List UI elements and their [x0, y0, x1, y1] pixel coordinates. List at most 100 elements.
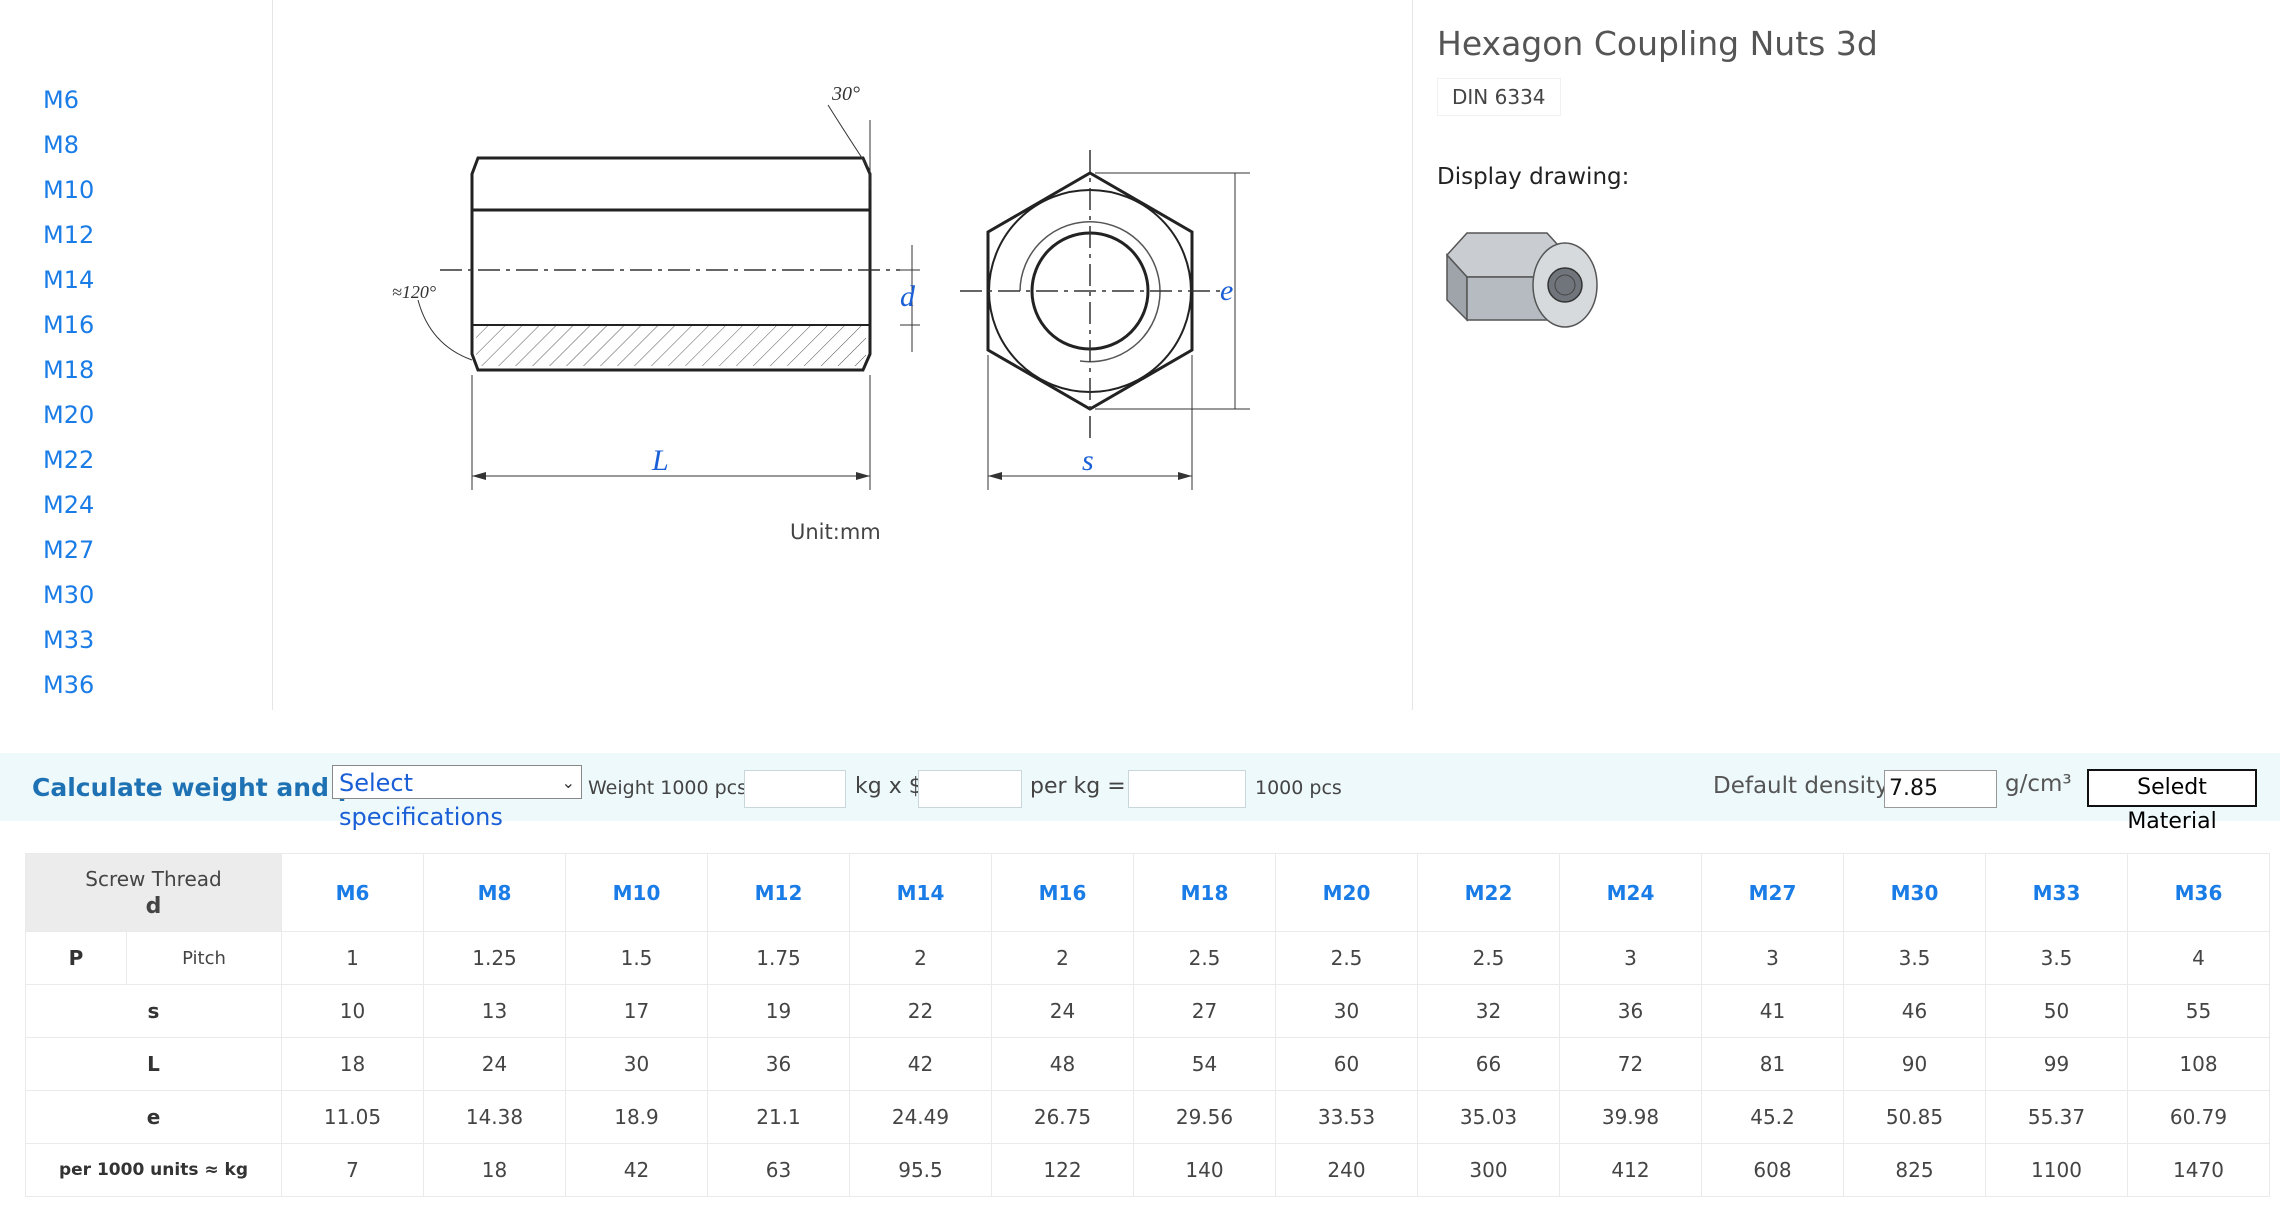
- standard-badge: DIN 6334: [1437, 78, 1561, 116]
- table-cell: 2.5: [1417, 931, 1560, 985]
- size-menu-item-m24[interactable]: M24: [43, 491, 95, 519]
- table-cell: 18: [423, 1143, 566, 1197]
- size-menu-item-m12[interactable]: M12: [43, 221, 95, 249]
- weight-input[interactable]: [744, 770, 846, 808]
- table-cell: 1: [281, 931, 424, 985]
- row-sublabel-pitch: Pitch: [126, 931, 282, 985]
- size-column-header[interactable]: M8: [423, 853, 566, 932]
- size-menu-item-m14[interactable]: M14: [43, 266, 95, 294]
- table-cell: 63: [707, 1143, 850, 1197]
- size-column-header[interactable]: M12: [707, 853, 850, 932]
- size-menu-item-m10[interactable]: M10: [43, 176, 95, 204]
- table-cell: 4: [2127, 931, 2270, 985]
- table-cell: 26.75: [991, 1090, 1134, 1144]
- table-cell: 3: [1559, 931, 1702, 985]
- table-cell: 99: [1985, 1037, 2128, 1091]
- size-menu-item-m22[interactable]: M22: [43, 446, 95, 474]
- size-column-header[interactable]: M24: [1559, 853, 1702, 932]
- table-cell: 60: [1275, 1037, 1418, 1091]
- header-d-label: d: [145, 893, 162, 919]
- total-price-input[interactable]: [1128, 770, 1246, 808]
- size-menu-item-m18[interactable]: M18: [43, 356, 95, 384]
- table-cell: 90: [1843, 1037, 1986, 1091]
- size-column-header[interactable]: M22: [1417, 853, 1560, 932]
- table-cell: 7: [281, 1143, 424, 1197]
- table-cell: 1470: [2127, 1143, 2270, 1197]
- table-cell: 21.1: [707, 1090, 850, 1144]
- table-cell: 14.38: [423, 1090, 566, 1144]
- table-cell: 33.53: [1275, 1090, 1418, 1144]
- size-column-header[interactable]: M20: [1275, 853, 1418, 932]
- size-menu-item-m8[interactable]: M8: [43, 131, 79, 159]
- size-menu-item-m20[interactable]: M20: [43, 401, 95, 429]
- table-cell: 29.56: [1133, 1090, 1276, 1144]
- table-cell: 22: [849, 984, 992, 1038]
- specification-select[interactable]: Select specifications ⌄: [332, 765, 582, 831]
- size-menu-item-m6[interactable]: M6: [43, 86, 79, 114]
- size-menu-item-m30[interactable]: M30: [43, 581, 95, 609]
- table-cell: 32: [1417, 984, 1560, 1038]
- size-menu-item-m36[interactable]: M36: [43, 671, 95, 699]
- density-input[interactable]: 7.85: [1884, 770, 1997, 808]
- table-cell: 1.75: [707, 931, 850, 985]
- weight-price-calculator: Calculate weight and price. Select speci…: [0, 753, 2280, 834]
- table-cell: 50: [1985, 984, 2128, 1038]
- weight-label: Weight 1000 pcs :: [588, 777, 760, 799]
- table-cell: 81: [1701, 1037, 1844, 1091]
- table-cell: 50.85: [1843, 1090, 1986, 1144]
- table-cell: 2: [991, 931, 1134, 985]
- unit-label: Unit:mm: [790, 520, 881, 544]
- size-menu-item-m33[interactable]: M33: [43, 626, 95, 654]
- label-L: L: [651, 444, 669, 477]
- label-e: e: [1220, 274, 1233, 307]
- table-cell: 41: [1701, 984, 1844, 1038]
- size-menu-item-m16[interactable]: M16: [43, 311, 95, 339]
- table-cell: 45.2: [1701, 1090, 1844, 1144]
- table-cell: 3: [1701, 931, 1844, 985]
- table-cell: 3.5: [1985, 931, 2128, 985]
- density-unit: g/cm³: [2005, 771, 2072, 797]
- size-menu-item-m27[interactable]: M27: [43, 536, 95, 564]
- table-cell: 122: [991, 1143, 1134, 1197]
- size-column-header[interactable]: M6: [281, 853, 424, 932]
- table-cell: 27: [1133, 984, 1276, 1038]
- table-cell: 608: [1701, 1143, 1844, 1197]
- table-cell: 140: [1133, 1143, 1276, 1197]
- price-per-kg-input[interactable]: [918, 770, 1022, 808]
- size-column-header[interactable]: M33: [1985, 853, 2128, 932]
- size-column-header[interactable]: M36: [2127, 853, 2270, 932]
- label-angle-120: ≈120°: [392, 282, 436, 302]
- size-column-header[interactable]: M27: [1701, 853, 1844, 932]
- size-column-header[interactable]: M16: [991, 853, 1134, 932]
- per-kg-label: per kg = $: [1030, 774, 1147, 799]
- product-3d-thumbnail[interactable]: [1437, 215, 1607, 355]
- table-cell: 24.49: [849, 1090, 992, 1144]
- row-label: L: [25, 1037, 282, 1091]
- size-column-header[interactable]: M10: [565, 853, 708, 932]
- table-cell: 39.98: [1559, 1090, 1702, 1144]
- table-cell: 10: [281, 984, 424, 1038]
- select-material-button[interactable]: Seledt Material: [2087, 769, 2257, 834]
- table-cell: 825: [1843, 1143, 1986, 1197]
- table-cell: 2: [849, 931, 992, 985]
- table-cell: 19: [707, 984, 850, 1038]
- table-cell: 2.5: [1275, 931, 1418, 985]
- size-column-header[interactable]: M14: [849, 853, 992, 932]
- table-cell: 48: [991, 1037, 1134, 1091]
- table-cell: 18.9: [565, 1090, 708, 1144]
- table-cell: 95.5: [849, 1143, 992, 1197]
- product-title: Hexagon Coupling Nuts 3d: [1437, 24, 1878, 63]
- table-cell: 1100: [1985, 1143, 2128, 1197]
- label-s: s: [1082, 444, 1094, 477]
- size-column-header[interactable]: M18: [1133, 853, 1276, 932]
- label-d: d: [900, 280, 916, 313]
- row-label: per 1000 units ≈ kg: [25, 1143, 282, 1197]
- size-column-header[interactable]: M30: [1843, 853, 1986, 932]
- table-cell: 1.25: [423, 931, 566, 985]
- table-cell: 240: [1275, 1143, 1418, 1197]
